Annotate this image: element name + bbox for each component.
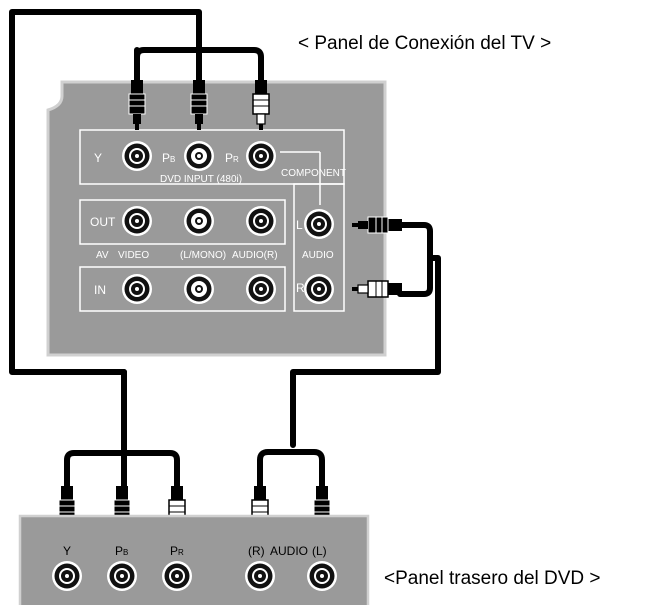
tv-label-y: Y: [94, 151, 102, 165]
dvd-pb-jack: [107, 561, 137, 591]
cable-y-top: [134, 47, 231, 85]
tv-label-pb: PB: [162, 151, 175, 165]
component-frame: [79, 129, 345, 185]
tv-label-out: OUT: [90, 215, 116, 229]
dvd-label-l: (L): [312, 544, 327, 558]
av-out-frame: [79, 199, 286, 245]
tv-label-pr: PR: [225, 151, 239, 165]
tv-panel: Y PB PR DVD INPUT (480i) COMPONENT OUT A…: [46, 80, 387, 357]
dvd-panel: Y PB PR (R) AUDIO (L): [18, 514, 370, 610]
tv-component-audio-r-jack: [304, 274, 334, 304]
audio-frame: [293, 183, 345, 312]
dvd-label-audio: AUDIO: [270, 544, 308, 558]
tv-pr-jack: [246, 141, 276, 171]
dvd-label-pb: PB: [115, 544, 128, 558]
dvd-audio-l-jack: [307, 561, 337, 591]
dvd-y-jack: [52, 561, 82, 591]
dvd-label-y: Y: [63, 544, 71, 558]
dvd-panel-caption: <Panel trasero del DVD >: [384, 568, 601, 589]
tv-in-video-jack: [122, 274, 152, 304]
tv-label-audio: AUDIO: [302, 250, 334, 261]
tv-label-l-mono: (L/MONO): [180, 250, 226, 261]
dvd-label-pr: PR: [170, 544, 184, 558]
tv-label-video: VIDEO: [118, 250, 149, 261]
dvd-audio-r-jack: [245, 561, 275, 591]
tv-label-in: IN: [94, 283, 106, 297]
tv-pb-jack: [184, 141, 214, 171]
tv-label-component: COMPONENT: [281, 168, 346, 179]
tv-in-audio-l-jack: [184, 274, 214, 304]
tv-component-audio-l-jack: [304, 209, 334, 239]
cable-pr-top: [157, 47, 264, 85]
dvd-label-r: (R): [248, 544, 265, 558]
tv-label-av: AV: [96, 250, 109, 261]
cable-audio-dvd: [257, 449, 325, 491]
tv-out-video-jack: [122, 206, 152, 236]
tv-out-audio-r-jack: [246, 206, 276, 236]
cable-audio-link: [290, 255, 441, 448]
av-in-frame: [79, 266, 286, 312]
tv-label-audio-r: AUDIO(R): [232, 250, 278, 261]
tv-out-audio-l-jack: [184, 206, 214, 236]
cable-audio-tv: [397, 222, 433, 297]
dvd-pr-jack: [162, 561, 192, 591]
tv-in-audio-r-jack: [246, 274, 276, 304]
tv-label-r: R: [296, 281, 305, 295]
tv-label-l: L: [296, 218, 303, 232]
tv-panel-caption: < Panel de Conexión del TV >: [298, 33, 552, 54]
cables: [9, 9, 441, 491]
tv-label-dvd-input: DVD INPUT (480i): [160, 174, 242, 185]
tv-y-jack: [122, 141, 152, 171]
